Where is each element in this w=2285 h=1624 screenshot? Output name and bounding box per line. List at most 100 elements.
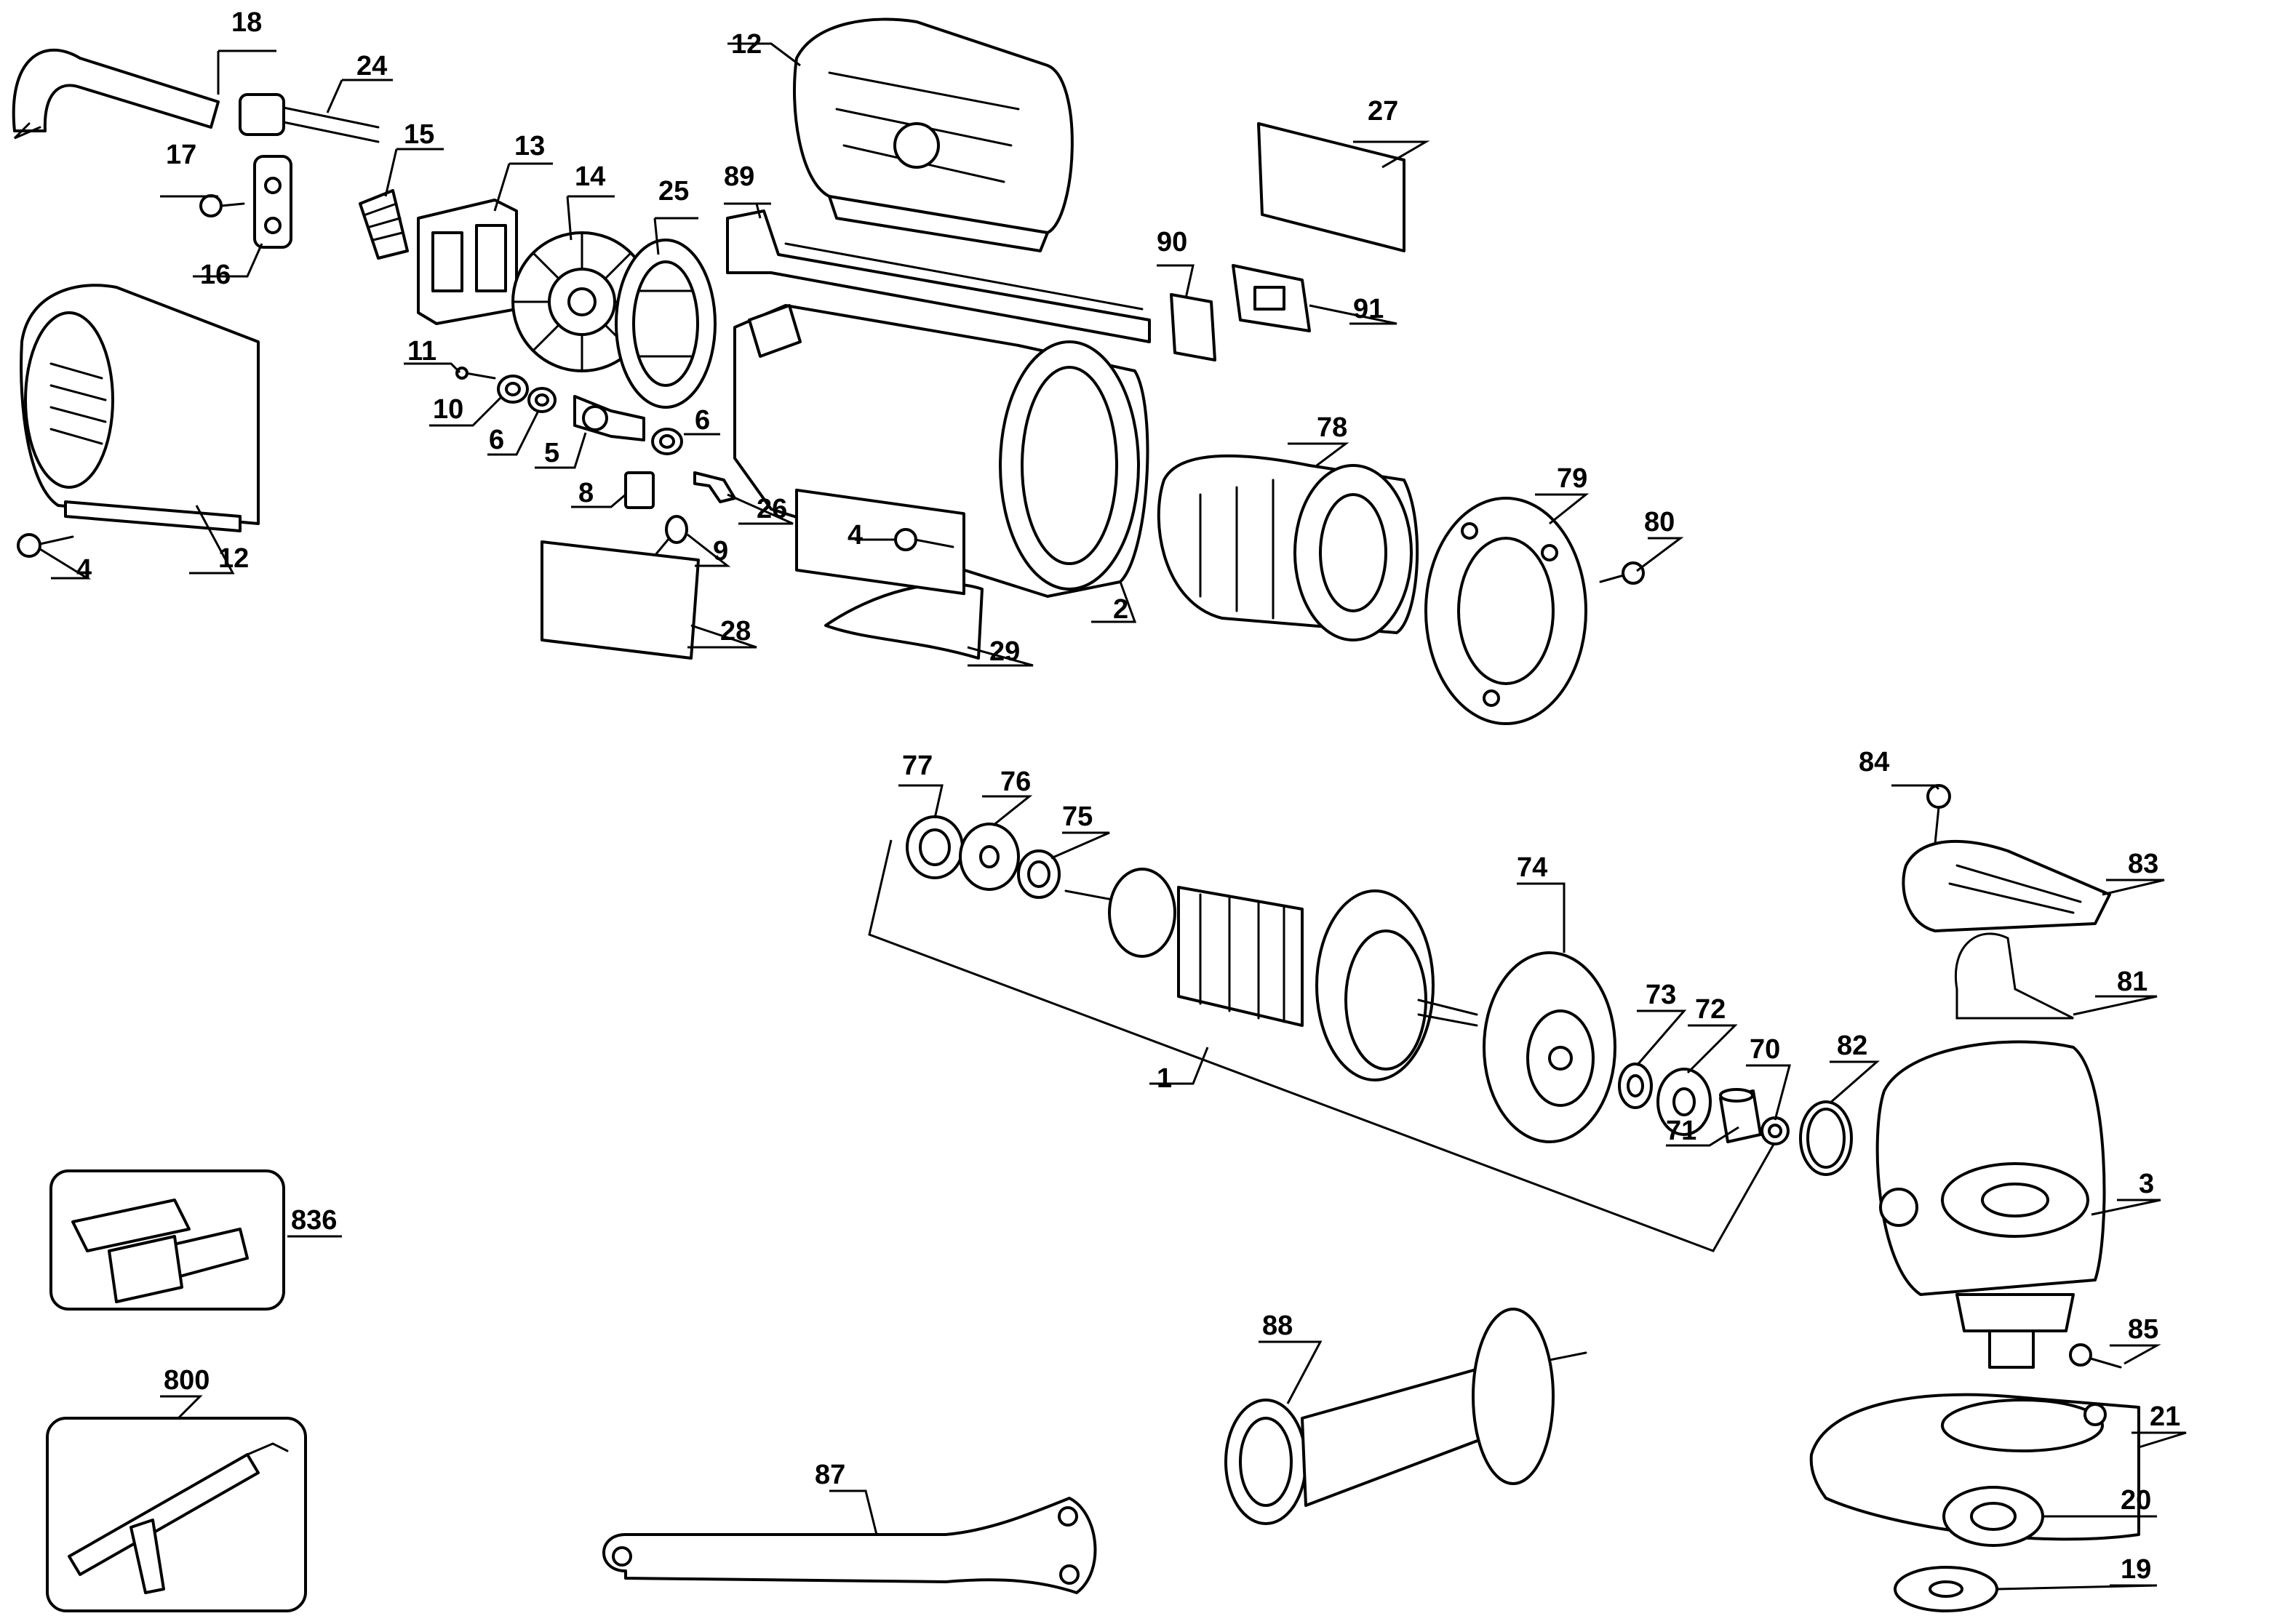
inner-flange-part (1942, 1486, 2044, 1547)
callout-5: 5 (544, 438, 559, 468)
callout-74: 74 (1517, 852, 1547, 883)
armature-group-bracket (868, 839, 1776, 1252)
switch-module-91-part (1232, 264, 1311, 332)
bracket-90-part (1170, 293, 1216, 361)
callout-2: 2 (1113, 594, 1128, 625)
spring-clip-81-part (1955, 932, 2074, 1020)
brush-cap-part (497, 375, 529, 404)
brush-contact-part (693, 471, 736, 503)
brush-holder-part (573, 395, 645, 441)
callout-90: 90 (1157, 227, 1187, 257)
end-plate-part (1424, 497, 1587, 725)
callout-20: 20 (2121, 1485, 2151, 1516)
callout-4-center: 4 (848, 520, 863, 551)
callout-leaders (39, 42, 2187, 1591)
callout-numbers: 18 24 15 13 14 25 89 17 16 12 27 90 91 1… (76, 7, 2180, 1585)
callout-12-top: 12 (731, 29, 762, 60)
side-handle-part (1224, 1308, 1587, 1525)
callout-70: 70 (1750, 1034, 1780, 1065)
washer-73-part (1618, 1063, 1653, 1109)
carbon-brush-part (624, 471, 655, 509)
bearing-72-part (1656, 1068, 1712, 1136)
bearing-77-part (906, 815, 964, 879)
gear-case-part (1875, 1040, 2106, 1369)
bearing-6-left-part (527, 387, 557, 413)
callout-8: 8 (578, 478, 594, 508)
callout-16: 16 (200, 260, 231, 290)
housing-screw-left-part (17, 533, 74, 558)
callout-77: 77 (902, 751, 933, 781)
callout-1: 1 (1157, 1063, 1172, 1094)
kit-box-836-part (49, 1169, 285, 1311)
cover-83-part (1902, 839, 2111, 932)
callout-88: 88 (1262, 1311, 1293, 1341)
callout-18: 18 (231, 7, 262, 38)
callout-78: 78 (1317, 412, 1347, 443)
callout-19: 19 (2121, 1554, 2151, 1585)
power-cord-part (12, 48, 380, 143)
callout-29: 29 (989, 636, 1020, 667)
callout-9: 9 (713, 536, 728, 567)
callout-73: 73 (1646, 980, 1676, 1010)
screw-85-part (2069, 1343, 2122, 1369)
callout-75: 75 (1062, 801, 1093, 832)
nameplate-27-part (1257, 122, 1405, 252)
nameplate-28-part (541, 540, 700, 660)
callout-6-left: 6 (489, 425, 504, 455)
upper-housing-part (793, 17, 1074, 252)
screw-84-part (1926, 784, 1951, 845)
callout-11: 11 (407, 336, 436, 367)
washer-75-part (1017, 849, 1061, 899)
callout-82: 82 (1837, 1031, 1867, 1061)
washer-76-part (959, 823, 1020, 891)
callout-89: 89 (724, 161, 754, 192)
callout-3: 3 (2139, 1169, 2154, 1199)
end-plate-screw-part (1599, 561, 1645, 585)
bearing-6-right-part (651, 428, 683, 455)
callout-10: 10 (433, 394, 463, 425)
callout-71: 71 (1666, 1116, 1696, 1146)
callout-836: 836 (291, 1205, 337, 1236)
switch-rod-part (726, 209, 1151, 343)
motor-housing-part (733, 304, 1149, 598)
o-ring-82-part (1799, 1100, 1853, 1176)
callout-91: 91 (1353, 294, 1384, 324)
switch-part (417, 199, 518, 325)
callout-800: 800 (164, 1365, 210, 1396)
left-housing-part (20, 284, 260, 532)
attachment-800-part (46, 1417, 307, 1612)
callout-24: 24 (356, 51, 387, 81)
callout-6-right: 6 (695, 405, 710, 436)
callout-17: 17 (166, 140, 196, 170)
brush-screw-part (455, 367, 496, 380)
callout-27: 27 (1368, 96, 1398, 127)
callout-83: 83 (2128, 849, 2158, 879)
nameplate-29-part (824, 583, 984, 660)
callout-28: 28 (720, 616, 751, 647)
outer-nut-part (1894, 1566, 1998, 1612)
callout-15: 15 (404, 119, 434, 150)
cord-protector-part (359, 189, 409, 260)
callout-26: 26 (757, 494, 787, 524)
callout-76: 76 (1000, 767, 1031, 797)
housing-screw-center-part (894, 528, 954, 551)
spanner-wrench-part (602, 1497, 1097, 1594)
callout-81: 81 (2117, 967, 2148, 997)
callout-25: 25 (658, 176, 689, 207)
callout-12-left: 12 (218, 543, 249, 574)
brush-spring-part (650, 515, 688, 561)
callout-87: 87 (815, 1460, 845, 1490)
callout-72: 72 (1695, 994, 1726, 1025)
callout-13: 13 (514, 131, 545, 161)
nut-70-part (1760, 1116, 1790, 1145)
wheel-guard-part (1809, 1393, 2140, 1541)
callout-85: 85 (2128, 1314, 2158, 1345)
callout-14: 14 (575, 161, 605, 192)
armature-part (1064, 868, 1478, 1081)
cord-clamp-part (253, 155, 292, 249)
callout-21: 21 (2150, 1401, 2180, 1432)
cord-clamp-screw-part (199, 194, 245, 217)
callout-79: 79 (1557, 463, 1587, 494)
callout-84: 84 (1859, 747, 1889, 777)
